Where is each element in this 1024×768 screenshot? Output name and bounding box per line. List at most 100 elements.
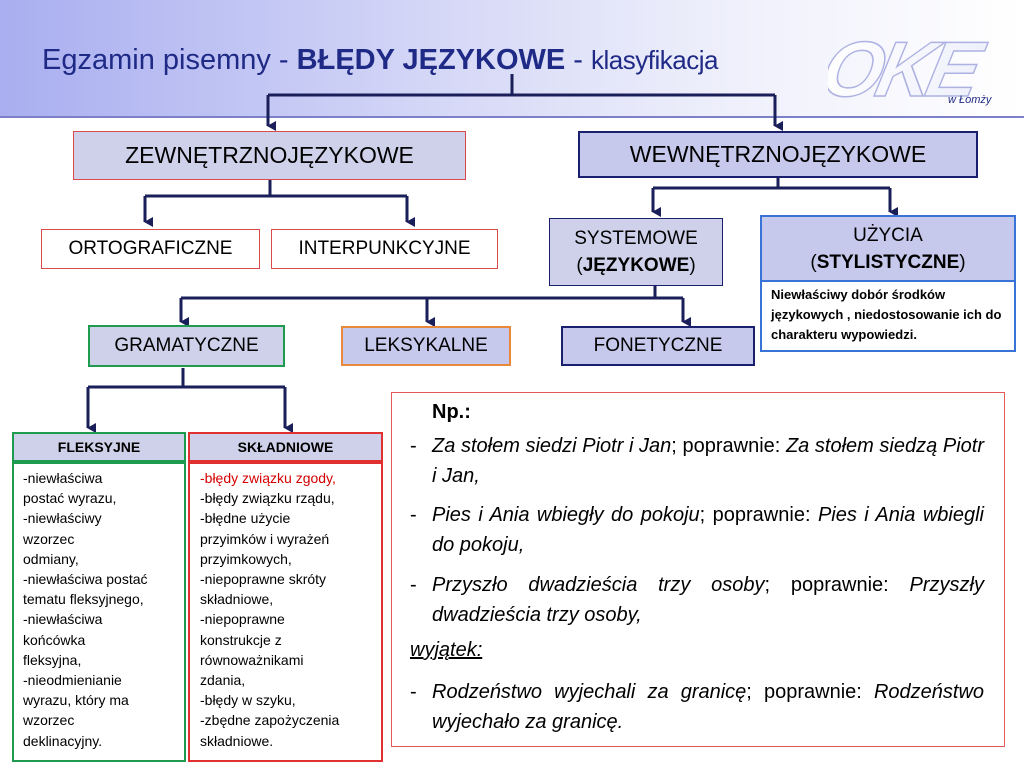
skladniowe-list-item: przyimków i wyrażeń bbox=[200, 530, 330, 547]
uzycia-open: ( bbox=[810, 251, 817, 273]
logo-subtitle: w Łomży bbox=[948, 94, 992, 106]
fleksyjne-list-item: wyrazu, który ma bbox=[23, 692, 129, 709]
node-wewnetrznojezykowe: WEWNĘTRZNOJĘZYKOWE bbox=[578, 131, 978, 178]
example-text: Za stołem siedzi Piotr i Jan; poprawnie:… bbox=[432, 431, 984, 491]
example-wrong: Za stołem siedzi Piotr i Jan bbox=[432, 435, 672, 457]
fleksyjne-list-item: -niewłaściwa postać bbox=[23, 571, 148, 588]
header-band bbox=[0, 0, 1024, 116]
example-sep: ; poprawnie: bbox=[746, 681, 874, 703]
systemowe-close: ) bbox=[689, 255, 696, 276]
systemowe-open: ( bbox=[576, 255, 583, 276]
fleksyjne-list-item: wzorzec bbox=[23, 530, 75, 547]
node-zewnetrznojezykowe: ZEWNĘTRZNOJĘZYKOWE bbox=[73, 131, 466, 180]
fleksyjne-list-item: tematu fleksyjnego, bbox=[23, 591, 144, 608]
node-fleksyjne: FLEKSYJNE bbox=[12, 432, 186, 462]
example-text: Pies i Ania wbiegły do pokoju; poprawnie… bbox=[432, 500, 984, 560]
node-uzycia-line1: UŻYCIA bbox=[853, 224, 923, 246]
fleksyjne-list-item: -nieodmienianie bbox=[23, 672, 122, 689]
title-prefix: Egzamin pisemny - bbox=[42, 44, 297, 76]
example-wrong: Przyszło dwadzieścia trzy osoby bbox=[432, 574, 765, 596]
node-skladniowe: SKŁADNIOWE bbox=[188, 432, 383, 462]
node-systemowe-line1: SYSTEMOWE bbox=[574, 228, 698, 249]
fleksyjne-list: -niewłaściwa postać wyrazu, -niewłaściwy… bbox=[12, 462, 186, 762]
fleksyjne-list-item: -niewłaściwa bbox=[23, 611, 103, 628]
fleksyjne-list-item: -niewłaściwa bbox=[23, 470, 103, 486]
uzycia-description: Niewłaściwy dobór środków językowych , n… bbox=[760, 280, 1016, 352]
example-dash: - bbox=[410, 504, 417, 526]
node-ortograficzne-label: ORTOGRAFICZNE bbox=[68, 238, 233, 259]
skladniowe-list-item: równoważnikami bbox=[200, 651, 304, 668]
example-sep: ; poprawnie: bbox=[699, 504, 818, 526]
skladniowe-list-item: konstrukcje z bbox=[200, 631, 282, 648]
oke-logo: OKE bbox=[828, 30, 993, 114]
examples-heading: Np.: bbox=[432, 401, 471, 423]
example-row: - Przyszło dwadzieścia trzy osoby; popra… bbox=[410, 570, 984, 630]
node-interpunkcyjne-label: INTERPUNKCYJNE bbox=[298, 238, 471, 259]
node-ortograficzne: ORTOGRAFICZNE bbox=[41, 229, 260, 269]
node-fonetyczne: FONETYCZNE bbox=[561, 326, 755, 366]
node-skladniowe-label: SKŁADNIOWE bbox=[237, 439, 334, 455]
node-uzycia-line2: (STYLISTYCZNE) bbox=[810, 249, 965, 276]
node-gramatyczne-label: GRAMATYCZNE bbox=[114, 335, 259, 356]
fleksyjne-list-item: postać wyrazu, bbox=[23, 490, 117, 507]
example-dash: - bbox=[410, 681, 417, 703]
skladniowe-list-item: -błędy związku zgody, bbox=[200, 470, 336, 486]
skladniowe-list-item: przyimkowych, bbox=[200, 550, 292, 567]
examples-box: Np.: - Za stołem siedzi Piotr i Jan; pop… bbox=[391, 392, 1005, 747]
node-wewnetrznojezykowe-label: WEWNĘTRZNOJĘZYKOWE bbox=[629, 141, 927, 167]
example-sep: ; poprawnie: bbox=[671, 435, 786, 457]
skladniowe-list-item: składniowe. bbox=[200, 732, 274, 749]
node-fonetyczne-label: FONETYCZNE bbox=[593, 335, 723, 356]
systemowe-bold: JĘZYKOWE bbox=[582, 255, 690, 276]
title-bold: BŁĘDY JĘZYKOWE bbox=[296, 44, 566, 76]
example-wrong: Rodzeństwo wyjechali za granicę bbox=[432, 681, 747, 703]
fleksyjne-list-item: wzorzec bbox=[23, 712, 75, 729]
example-dash: - bbox=[410, 435, 417, 457]
skladniowe-list-item: składniowe, bbox=[200, 591, 274, 608]
node-systemowe: SYSTEMOWE (JĘZYKOWE) bbox=[549, 218, 723, 286]
logo-text: OKE bbox=[828, 30, 992, 113]
node-systemowe-line2: (JĘZYKOWE) bbox=[576, 252, 695, 279]
title-sep: - bbox=[565, 44, 591, 76]
fleksyjne-list-item: odmiany, bbox=[23, 550, 79, 567]
skladniowe-list-item: -błędne użycie bbox=[200, 510, 291, 527]
skladniowe-list-item: -zbędne zapożyczenia bbox=[200, 712, 340, 729]
skladniowe-list-item: -błędy związku rządu, bbox=[200, 490, 335, 507]
example-right: Za stołem siedzą Piotr i Jan, bbox=[432, 435, 984, 487]
skladniowe-list-item: -niepoprawne bbox=[200, 611, 285, 628]
fleksyjne-list-item: fleksyjna, bbox=[23, 651, 82, 668]
skladniowe-list: -błędy związku zgody, -błędy związku rzą… bbox=[188, 462, 383, 762]
node-leksykalne-label: LEKSYKALNE bbox=[364, 335, 488, 356]
example-row: - Rodzeństwo wyjechali za granicę; popra… bbox=[410, 677, 984, 737]
fleksyjne-list-item: -niewłaściwy bbox=[23, 510, 102, 527]
example-text: Przyszło dwadzieścia trzy osoby; poprawn… bbox=[432, 570, 984, 630]
fleksyjne-list-item: deklinacyjny. bbox=[23, 732, 103, 749]
example-right: Rodzeństwo wyjechało za granicę. bbox=[432, 681, 985, 733]
skladniowe-list-item: zdania, bbox=[200, 672, 246, 689]
uzycia-bold: STYLISTYCZNE bbox=[816, 251, 960, 273]
skladniowe-list-item: -niepoprawne skróty bbox=[200, 571, 327, 588]
node-uzycia: UŻYCIA (STYLISTYCZNE) bbox=[760, 215, 1016, 282]
fleksyjne-list-item: końcówka bbox=[23, 631, 86, 648]
title-suffix: klasyfikacja bbox=[591, 45, 718, 75]
example-text: Rodzeństwo wyjechali za granicę; poprawn… bbox=[432, 677, 984, 737]
examples-exception: wyjątek: bbox=[410, 639, 483, 661]
page-title: Egzamin pisemny - BŁĘDY JĘZYKOWE - klasy… bbox=[42, 44, 718, 77]
example-sep: ; poprawnie: bbox=[764, 574, 910, 596]
node-zewnetrznojezykowe-label: ZEWNĘTRZNOJĘZYKOWE bbox=[125, 142, 414, 168]
node-fleksyjne-label: FLEKSYJNE bbox=[57, 439, 141, 455]
example-right: Pies i Ania wbiegli do pokoju, bbox=[432, 504, 985, 556]
header-rule bbox=[0, 116, 1024, 118]
example-right: Przyszły dwadzieścia trzy osoby, bbox=[432, 574, 984, 626]
uzycia-description-text: Niewłaściwy dobór środków językowych , n… bbox=[771, 287, 1002, 342]
example-dash: - bbox=[410, 574, 417, 596]
node-interpunkcyjne: INTERPUNKCYJNE bbox=[271, 229, 498, 269]
node-leksykalne: LEKSYKALNE bbox=[341, 326, 511, 366]
example-row: - Za stołem siedzi Piotr i Jan; poprawni… bbox=[410, 431, 984, 491]
uzycia-close: ) bbox=[959, 251, 966, 273]
example-row: - Pies i Ania wbiegły do pokoju; poprawn… bbox=[410, 500, 984, 560]
node-gramatyczne: GRAMATYCZNE bbox=[88, 325, 285, 367]
example-wrong: Pies i Ania wbiegły do pokoju bbox=[432, 504, 700, 526]
skladniowe-list-item: -błędy w szyku, bbox=[200, 692, 296, 709]
